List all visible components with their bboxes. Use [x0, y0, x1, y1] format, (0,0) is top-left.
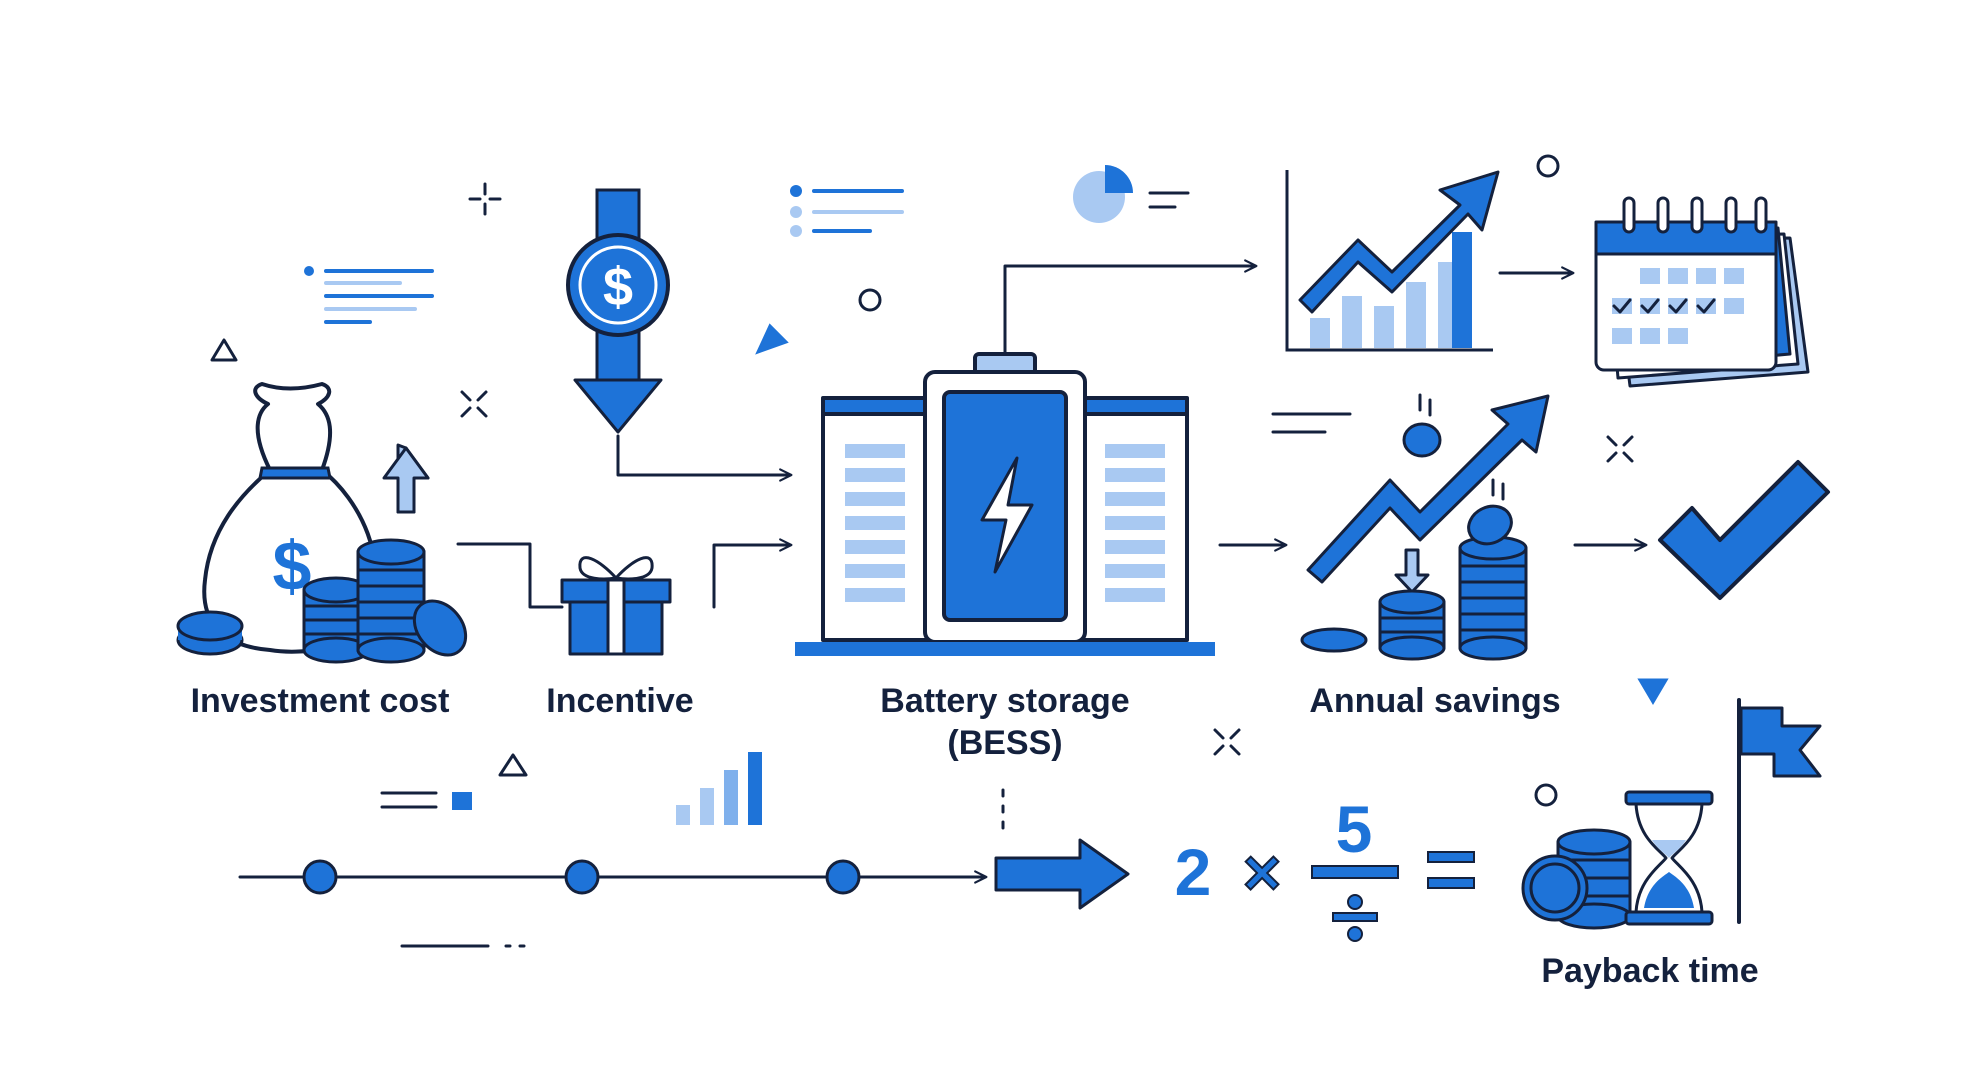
timeline — [302, 859, 861, 895]
sparkle-x-icon — [1213, 728, 1241, 756]
timeline-node — [825, 859, 861, 895]
triangle-icon — [755, 323, 789, 355]
triangle-icon — [210, 338, 238, 362]
dot-icon — [858, 288, 882, 312]
timeline-node — [302, 859, 338, 895]
up-arrow-icon — [382, 443, 430, 514]
flag-icon — [1739, 706, 1822, 778]
sparkle-icon — [468, 182, 502, 216]
formula: 2 × 5 — [1175, 792, 1475, 942]
savings-growth-icon — [1300, 393, 1550, 661]
payback-icon — [1521, 698, 1822, 930]
pie-chart-icon — [1073, 165, 1133, 223]
label-payback-time: Payback time — [1541, 952, 1759, 990]
sparkle-x-icon — [460, 390, 488, 418]
hourglass-icon — [1624, 790, 1714, 926]
timeline-node — [564, 859, 600, 895]
battery-storage-icon — [795, 352, 1215, 656]
decorations — [210, 154, 1669, 948]
formula-left-operand: 2 — [1175, 835, 1212, 909]
list-icon — [790, 185, 904, 237]
calendar-icon — [1594, 196, 1810, 388]
list-icon — [304, 266, 434, 324]
formula-multiply: × — [1243, 835, 1282, 909]
fraction-bar — [1311, 865, 1399, 879]
sparkle-x-icon — [1606, 435, 1634, 463]
dot-icon — [1534, 783, 1558, 807]
divide-symbol-icon — [1332, 894, 1378, 942]
checkmark-icon — [1658, 460, 1830, 600]
big-right-arrow-icon — [994, 838, 1130, 910]
growth-chart-icon — [1285, 170, 1500, 352]
label-incentive: Incentive — [546, 682, 694, 720]
label-annual-savings: Annual savings — [1309, 682, 1561, 720]
triangle-icon — [498, 753, 528, 777]
text-lines-icon — [380, 191, 1352, 948]
lightning-bolt-icon — [980, 456, 1034, 574]
label-battery-line1: Battery storage — [880, 682, 1130, 720]
dot-icon — [1536, 154, 1560, 178]
square-icon — [452, 792, 472, 810]
gift-icon — [560, 556, 672, 656]
triangle-icon — [1637, 678, 1669, 705]
label-investment-cost: Investment cost — [190, 682, 450, 720]
downward-money-arrow-icon: $ — [566, 188, 670, 434]
bar-chart-icon — [676, 752, 762, 825]
label-battery-line2: (BESS) — [947, 724, 1063, 762]
formula-numerator: 5 — [1336, 792, 1373, 866]
coin-dollar-symbol: $ — [603, 257, 633, 317]
connectors — [238, 259, 1648, 884]
coin-stack-icon — [176, 538, 468, 664]
equals-symbol-icon — [1427, 851, 1475, 889]
label-battery-storage: Battery storage (BESS) — [830, 680, 1180, 764]
